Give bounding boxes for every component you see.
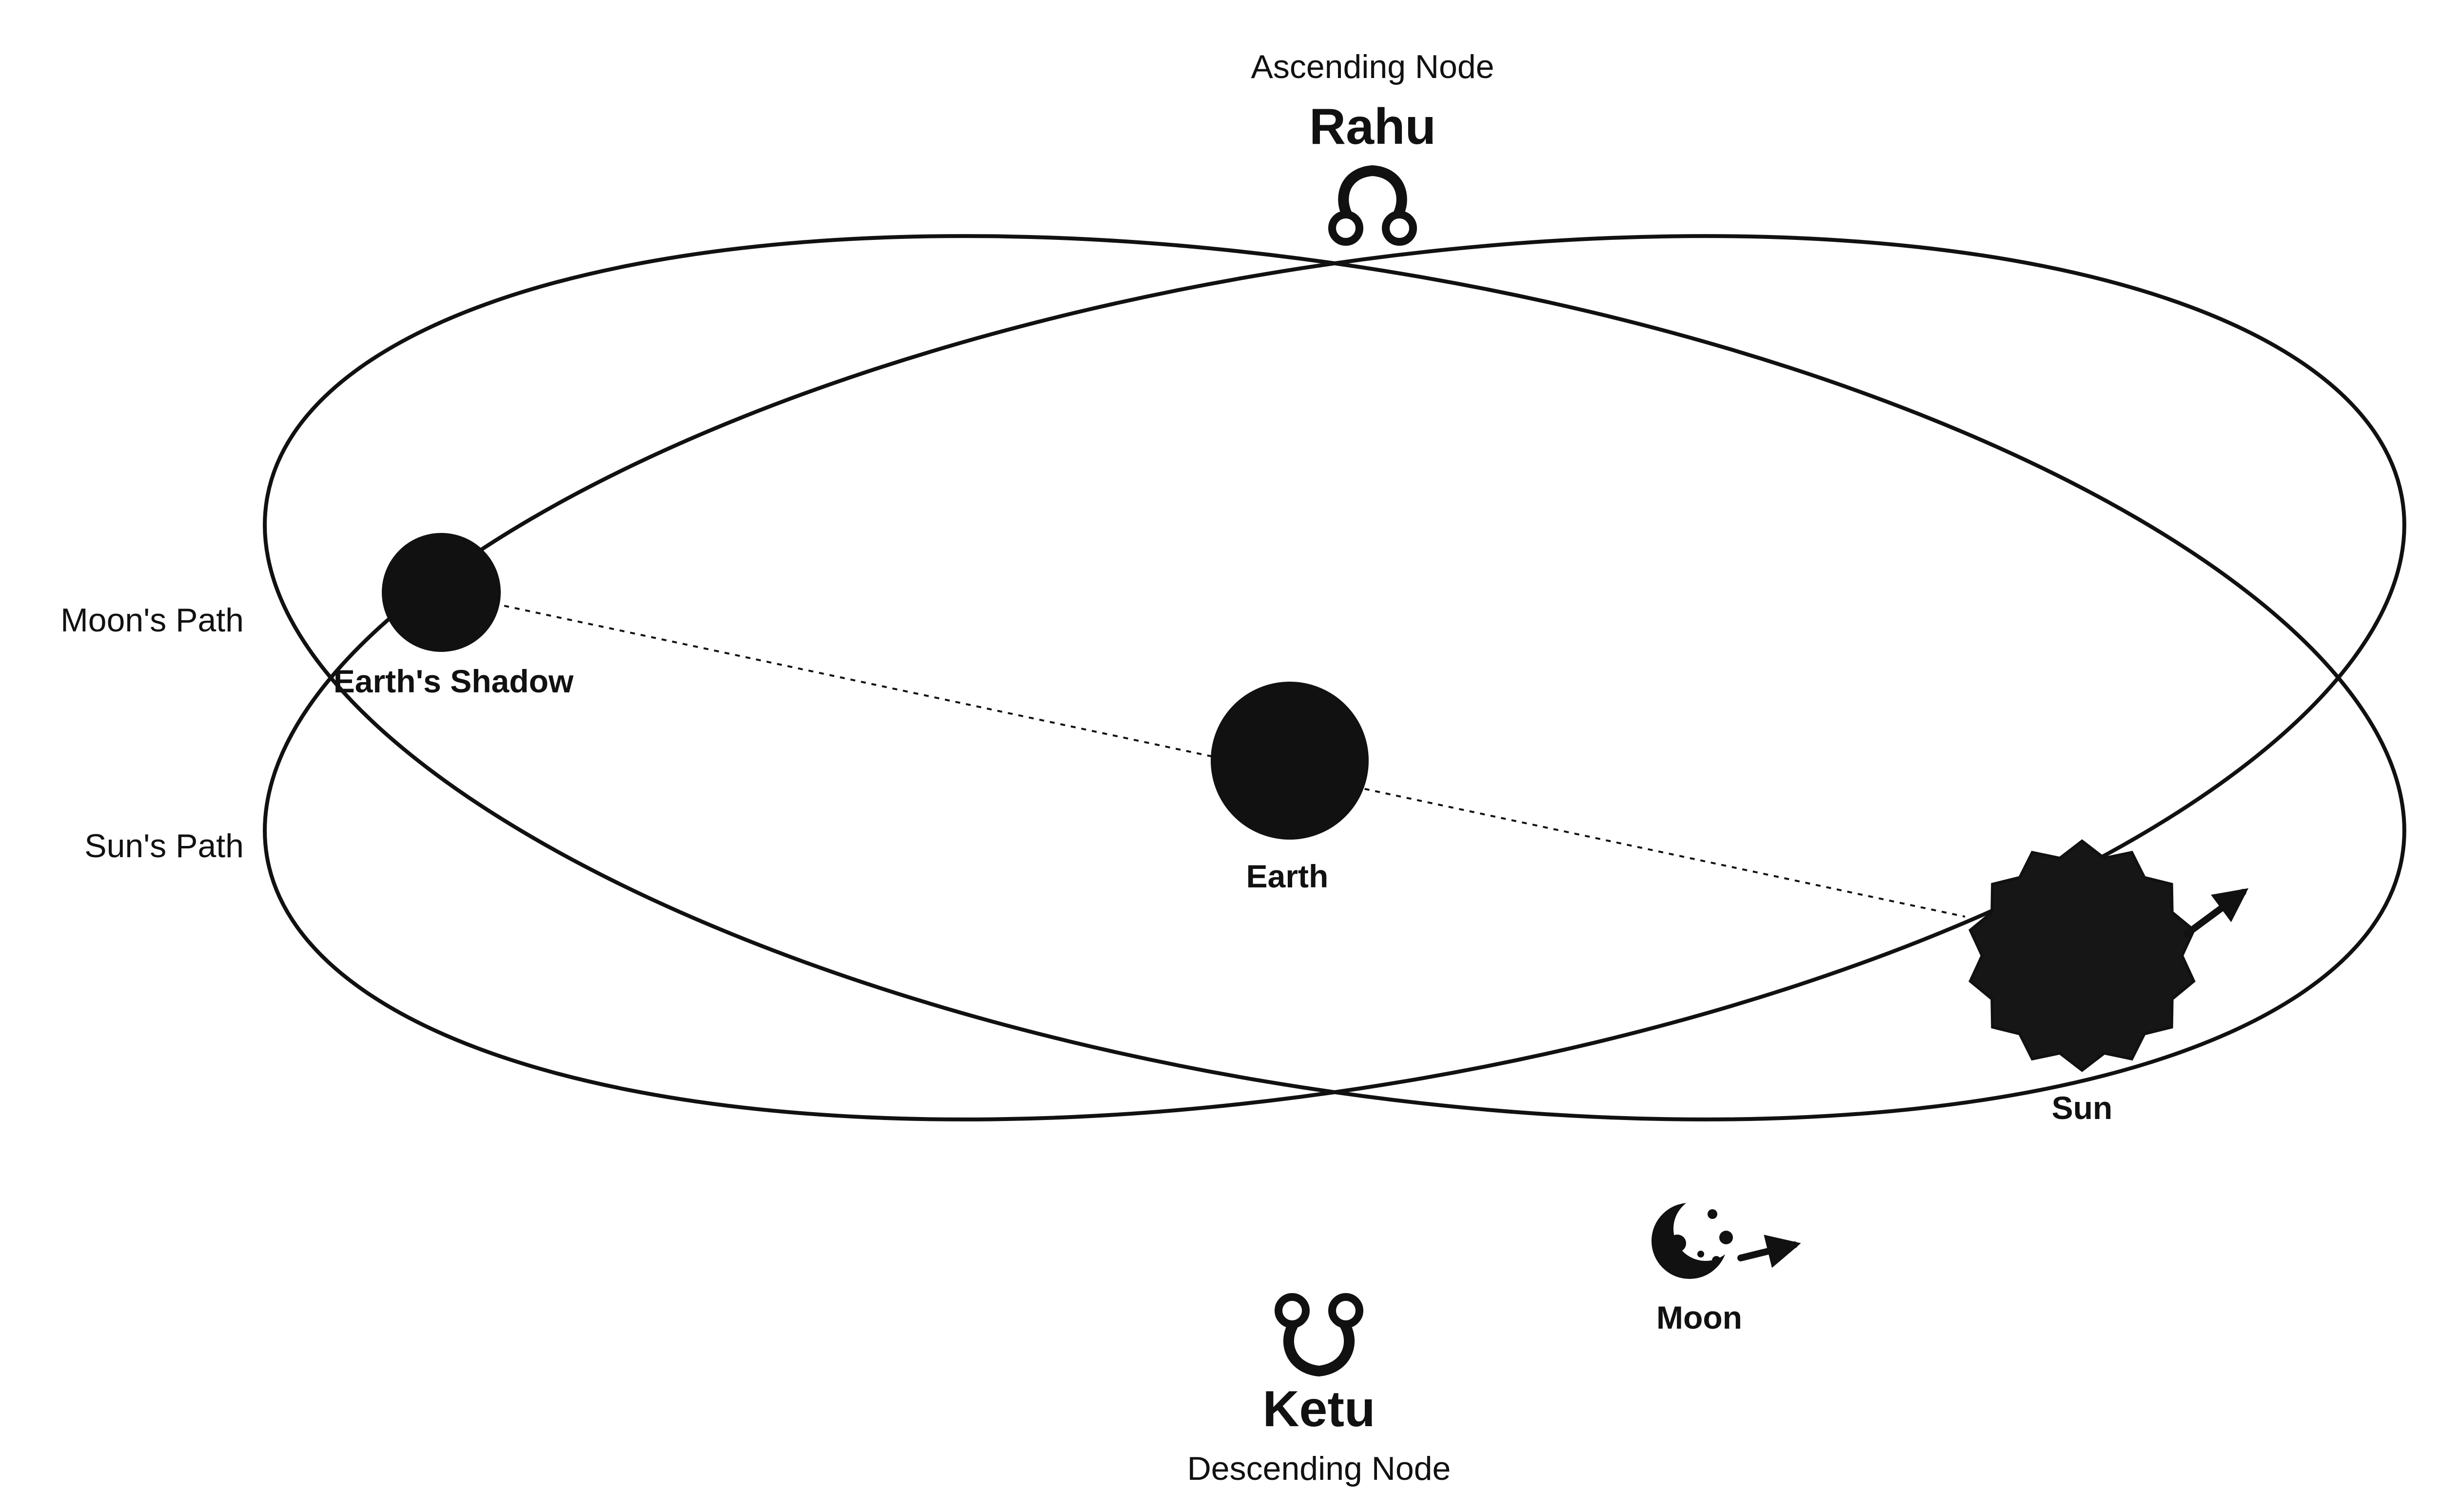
alignment-line <box>441 591 1966 918</box>
ascending-node-caption: Ascending Node <box>1251 48 1494 85</box>
ascending-node-name: Rahu <box>1309 98 1436 155</box>
earth-shadow-disc <box>382 533 501 652</box>
descending-node-name: Ketu <box>1262 1381 1375 1437</box>
descending-node-caption: Descending Node <box>1187 1450 1451 1487</box>
moon-path-label: Moon's Path <box>60 602 244 639</box>
moon-label: Moon <box>1656 1299 1742 1335</box>
earth-label: Earth <box>1246 858 1329 894</box>
moon-icon <box>1652 1197 1801 1279</box>
sun-path-ellipse <box>263 234 2406 1121</box>
sun-label: Sun <box>2052 1090 2113 1126</box>
descending-node-symbol <box>1275 1293 1363 1377</box>
sun-icon <box>1968 839 2249 1072</box>
earth-shadow-label: Earth's Shadow <box>334 663 574 699</box>
earth-disc <box>1211 682 1369 840</box>
ascending-node-symbol <box>1328 165 1417 246</box>
moon-path-ellipse <box>263 234 2406 1121</box>
sun-path-label: Sun's Path <box>84 827 244 864</box>
